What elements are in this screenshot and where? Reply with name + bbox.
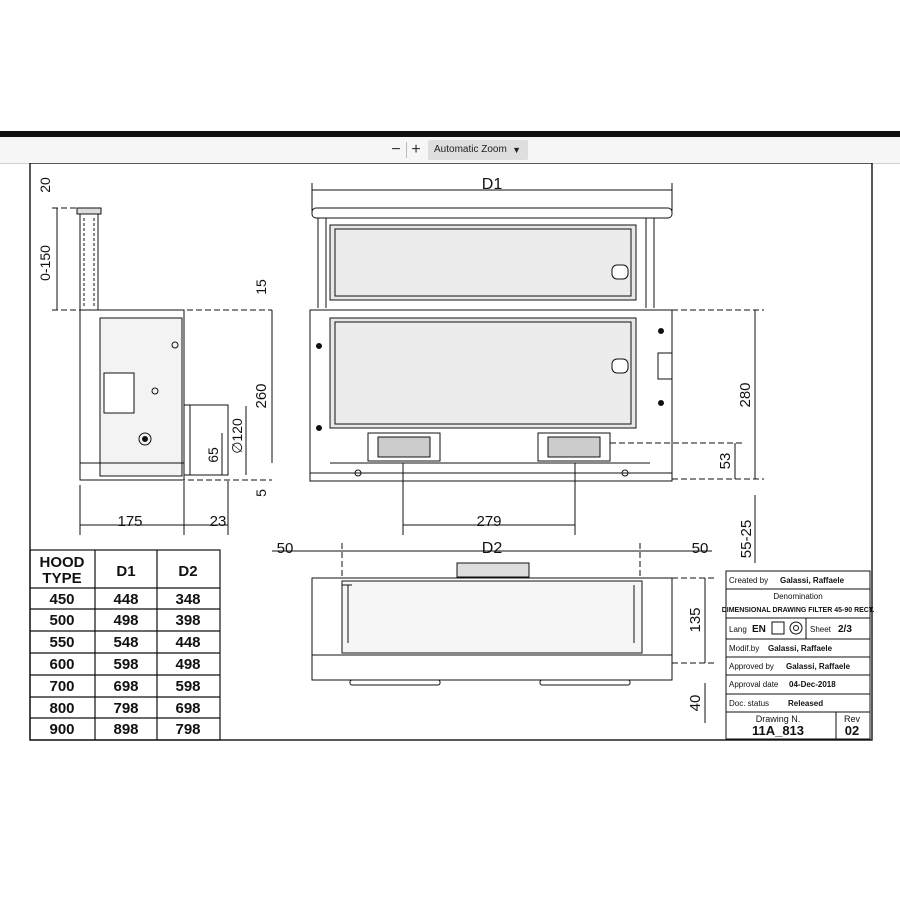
table-cell: 798 — [175, 721, 200, 738]
dim-15: 15 — [253, 279, 269, 295]
table-cell: 698 — [175, 700, 200, 717]
window-top-bar — [0, 131, 900, 137]
lang-label: Lang — [729, 625, 747, 634]
revision-label: Rev — [844, 714, 861, 724]
dim-diameter-120: ∅120 — [229, 418, 245, 454]
table-cell: 898 — [113, 721, 138, 738]
approval-date-value: 04-Dec-2018 — [789, 680, 836, 689]
revision-value: 02 — [845, 723, 859, 738]
drawing-border — [29, 162, 873, 741]
doc-status-label: Doc. status — [729, 699, 769, 708]
dim-0-150: 0-150 — [37, 245, 53, 281]
table-cell: 500 — [49, 612, 74, 629]
table-cell: 598 — [175, 678, 200, 695]
chevron-down-icon: ▼ — [512, 145, 521, 155]
title-block — [725, 570, 871, 740]
dim-d2: D2 — [482, 540, 503, 557]
sheet-label: Sheet — [810, 625, 832, 634]
zoom-in-button[interactable]: + — [411, 141, 421, 158]
approved-by-value: Galassi, Raffaele — [786, 662, 851, 671]
approved-by-label: Approved by — [729, 662, 774, 671]
modif-by-value: Galassi, Raffaele — [768, 644, 833, 653]
table-cell: 498 — [175, 656, 200, 673]
table-cell: 900 — [49, 721, 74, 738]
table-cell: 600 — [49, 656, 74, 673]
table-cell: 398 — [175, 612, 200, 629]
dim-20: 20 — [37, 177, 53, 193]
table-cell: 498 — [113, 612, 138, 629]
table-cell: 348 — [175, 591, 200, 608]
denomination-value: DIMENSIONAL DRAWING FILTER 45-90 RECT. — [722, 607, 875, 614]
lang-value: EN — [752, 624, 766, 635]
drawing-number-label: Drawing N. — [756, 714, 801, 724]
doc-status-value: Released — [788, 699, 823, 708]
zoom-select[interactable]: Automatic Zoom ▼ — [428, 140, 528, 160]
hood-dimension-table — [29, 549, 221, 741]
top-view — [272, 543, 715, 723]
dim-280: 280 — [737, 382, 754, 407]
side-view — [52, 207, 273, 535]
dim-d1: D1 — [482, 176, 503, 193]
dim-65: 65 — [205, 447, 221, 463]
dim-50-left: 50 — [277, 540, 294, 557]
table-cell: 598 — [113, 656, 138, 673]
dim-5: 5 — [253, 489, 269, 497]
table-cell: 448 — [175, 634, 200, 651]
zoom-select-value: Automatic Zoom — [434, 144, 507, 155]
drawing-number-value: 11A_813 — [752, 723, 804, 738]
toolbar-separator — [406, 142, 407, 158]
dim-23: 23 — [210, 513, 227, 530]
table-cell: 450 — [49, 591, 74, 608]
table-cell: 700 — [49, 678, 74, 695]
table-cell: 800 — [49, 700, 74, 717]
created-by-value: Galassi, Raffaele — [780, 576, 845, 585]
dim-175: 175 — [117, 513, 142, 530]
denomination-label: Denomination — [773, 592, 822, 601]
dim-40: 40 — [687, 695, 704, 712]
front-view — [309, 183, 764, 563]
table-cell: 550 — [49, 634, 74, 651]
drawing-page: 20 0-150 15 260 ∅120 65 5 175 23 — [0, 162, 900, 768]
created-by-label: Created by — [729, 576, 768, 585]
dim-50-right: 50 — [692, 540, 709, 557]
modif-by-label: Modif.by — [729, 644, 759, 653]
table-cell: 798 — [113, 700, 138, 717]
table-cell: 448 — [113, 591, 138, 608]
table-header-type: TYPE — [42, 570, 81, 587]
table-cell: 548 — [113, 634, 138, 651]
table-cell: 698 — [113, 678, 138, 695]
dim-135: 135 — [687, 607, 704, 632]
dim-53: 53 — [717, 453, 734, 470]
dim-260: 260 — [253, 383, 270, 408]
pdf-toolbar: − + Automatic Zoom ▼ — [0, 137, 900, 164]
sheet-value: 2/3 — [838, 624, 852, 635]
approval-date-label: Approval date — [729, 680, 779, 689]
zoom-out-button[interactable]: − — [391, 141, 401, 158]
table-header-d2: D2 — [178, 563, 197, 580]
dim-55-25: 55-25 — [738, 520, 755, 558]
table-header-d1: D1 — [116, 563, 135, 580]
dim-279: 279 — [476, 513, 501, 530]
table-header-hood: HOOD — [40, 554, 85, 571]
